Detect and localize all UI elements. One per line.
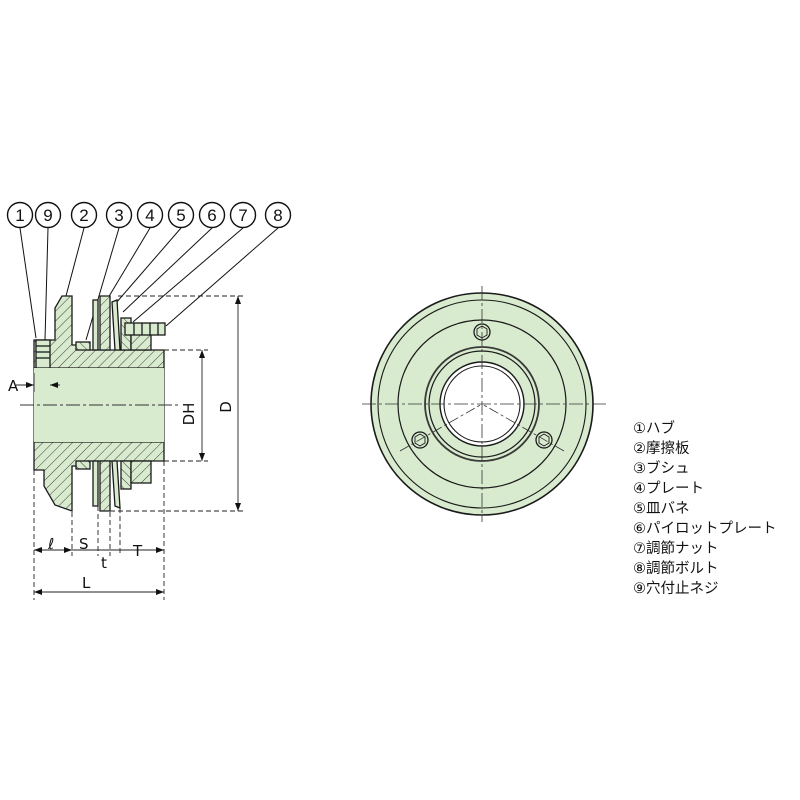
plate-lower	[99, 460, 111, 512]
friction-plate-1-lower	[92, 460, 99, 507]
callout-6: 6	[198, 201, 226, 229]
pilot-plate-lower	[120, 460, 132, 490]
arrowheads	[26, 296, 241, 595]
legend-item-disc-spring: ⑤皿バネ	[633, 501, 690, 517]
callout-8: 8	[264, 201, 292, 229]
legend-item-set-screw: ⑨穴付止ネジ	[633, 581, 719, 597]
friction-plate-1-upper	[92, 299, 99, 351]
legend-item-hub: ①ハブ	[633, 421, 675, 437]
hub-lower	[33, 441, 165, 512]
legend-item-pilot-plate: ⑥パイロットプレート	[633, 521, 777, 537]
dim-A: A	[8, 377, 19, 395]
dimension-labels: A DH D ℓ S t T L	[8, 377, 235, 592]
callout-5: 5	[167, 201, 195, 229]
dim-DH: DH	[180, 403, 198, 426]
parts-legend: ①ハブ ②摩擦板 ③ブシュ ④プレート ⑤皿バネ ⑥パイロットプレート ⑦調節ナ…	[633, 419, 777, 599]
svg-text:5: 5	[176, 206, 185, 225]
legend-item-adjusting-nut: ⑦調節ナット	[633, 541, 719, 557]
callout-2: 2	[70, 201, 98, 229]
leader-lines	[19, 227, 279, 341]
svg-text:1: 1	[15, 206, 24, 225]
bushing-upper	[75, 341, 91, 351]
callout-1: 1	[6, 201, 34, 229]
callout-3: 3	[105, 201, 133, 229]
svg-text:3: 3	[114, 206, 123, 225]
dim-T: T	[132, 542, 143, 560]
disc-spring-upper	[111, 299, 121, 351]
dim-D: D	[217, 401, 235, 413]
legend-item-friction-plate: ②摩擦板	[633, 441, 690, 457]
bolt-hole-left	[411, 431, 429, 449]
plate-upper	[99, 295, 111, 351]
dim-t: t	[101, 554, 107, 572]
front-view	[362, 286, 606, 522]
dimension-lines	[16, 295, 244, 600]
svg-text:4: 4	[145, 206, 154, 225]
adjusting-nut-lower	[130, 460, 152, 484]
legend-item-adjusting-bolt: ⑧調節ボルト	[633, 561, 719, 577]
adjusting-bolt	[124, 322, 166, 336]
disc-spring-lower	[111, 460, 121, 509]
callout-9: 9	[34, 201, 62, 229]
dim-L: L	[82, 574, 91, 592]
svg-text:7: 7	[238, 206, 247, 225]
svg-text:9: 9	[43, 206, 52, 225]
section-view	[33, 295, 166, 512]
svg-text:2: 2	[79, 206, 88, 225]
bolt-hole-right	[535, 431, 553, 449]
svg-text:6: 6	[207, 206, 216, 225]
callout-7: 7	[229, 201, 257, 229]
legend-item-plate: ④プレート	[633, 481, 704, 497]
legend-item-bushing: ③ブシュ	[633, 461, 690, 477]
dim-S: S	[79, 535, 89, 553]
dim-ell: ℓ	[47, 535, 54, 553]
callout-row: 1 9 2 3 4 5 6 7	[6, 201, 292, 229]
bushing-lower	[75, 460, 91, 470]
svg-text:8: 8	[273, 206, 282, 225]
callout-4: 4	[136, 201, 164, 229]
set-screw	[35, 339, 51, 369]
